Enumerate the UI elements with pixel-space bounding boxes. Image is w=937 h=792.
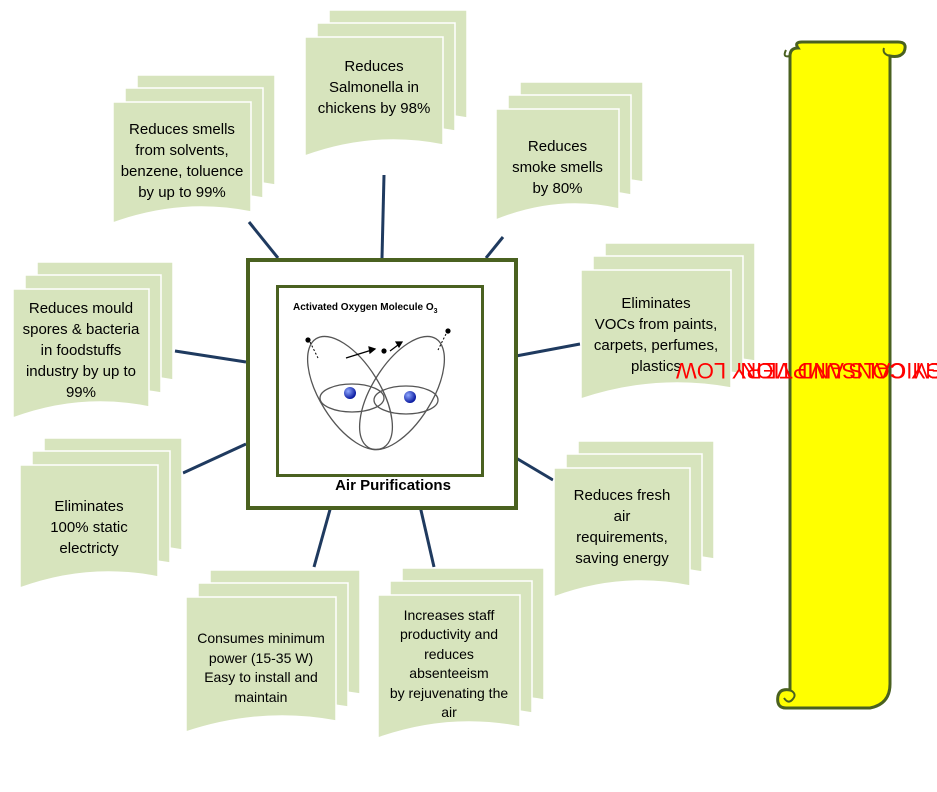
- card-text: Eliminates VOCs from paints, carpets, pe…: [593, 295, 719, 375]
- card-text: Increases staff productivity and reduces…: [389, 606, 509, 721]
- document-stack-icon: [304, 9, 468, 158]
- banner-line-2: ENERGY CONSUMPTION: [740, 358, 937, 383]
- card-text: Reduces mould spores & bacteria in foods…: [22, 299, 140, 401]
- benefit-card-static: Eliminates 100% static electricty: [19, 437, 183, 598]
- banner-text: NO CHEMICALS AND VERY LOW ENERGY CONSUMP…: [676, 70, 937, 670]
- oxygen-atom: [344, 387, 356, 399]
- oxygen-atom: [404, 391, 416, 403]
- orbit-ellipse: [358, 335, 446, 451]
- connector-line: [174, 349, 247, 364]
- benefit-card-productivity: Increases staff productivity and reduces…: [377, 567, 545, 748]
- benefit-card-salmonella: Reduces Salmonella in chickens by 98%: [304, 9, 468, 178]
- orbit-ellipse: [319, 383, 385, 413]
- connector-line: [515, 342, 581, 358]
- connector-line: [380, 174, 386, 259]
- electron: [445, 328, 451, 334]
- connector-line: [312, 505, 333, 568]
- molecule-label: Activated Oxygen Molecule O3: [293, 302, 438, 315]
- benefit-card-solvents: Reduces smells from solvents, benzene, t…: [112, 74, 276, 245]
- electron: [305, 337, 311, 343]
- card-text: Reduces fresh air requirements, saving e…: [573, 487, 671, 567]
- benefit-card-smoke: Reduces smoke smells by 80%: [495, 81, 644, 242]
- oxygen-molecule-diagram: [305, 328, 451, 451]
- card-text: Reduces smoke smells by 80%: [512, 137, 603, 197]
- card-text: Consumes minimum power (15-35 W) Easy to…: [197, 630, 325, 705]
- connector-line: [182, 442, 247, 475]
- connector-line: [418, 505, 436, 568]
- benefit-card-fresh-air: Reduces fresh air requirements, saving e…: [553, 440, 715, 613]
- card-text: Reduces smells from solvents, benzene, t…: [120, 121, 244, 201]
- benefit-card-mould: Reduces mould spores & bacteria in foods…: [12, 261, 174, 427]
- center-title: Air Purifications: [335, 477, 451, 494]
- connector-line: [515, 456, 554, 482]
- benefit-card-vocs: Eliminates VOCs from paints, carpets, pe…: [580, 242, 756, 421]
- electron: [381, 348, 387, 354]
- scroll-banner: [776, 40, 907, 710]
- orbit-ellipse: [373, 385, 439, 415]
- connector-line: [247, 221, 280, 259]
- card-text: Eliminates 100% static electricty: [50, 497, 128, 557]
- orbit-ellipse: [306, 335, 394, 451]
- connector-line: [484, 236, 505, 259]
- benefit-card-power: Consumes minimum power (15-35 W) Easy to…: [185, 569, 361, 742]
- card-text: Reduces Salmonella in chickens by 98%: [317, 57, 431, 117]
